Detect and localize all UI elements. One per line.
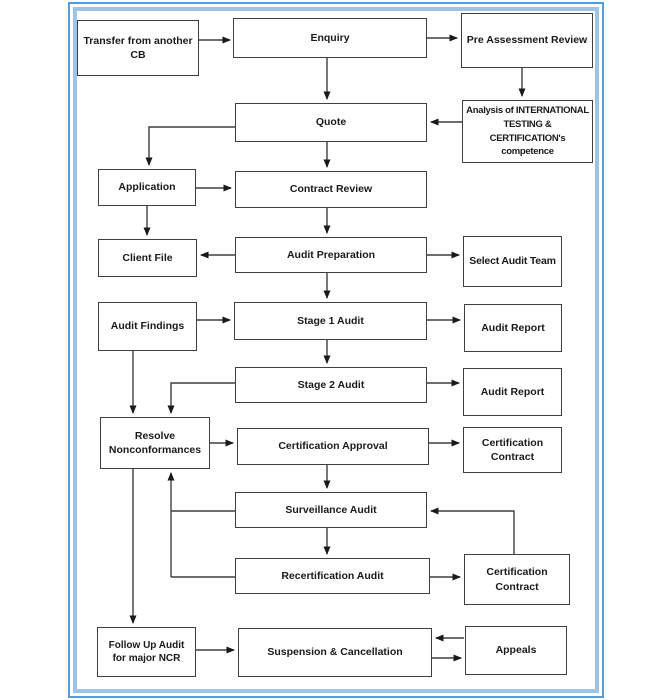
flow-node-audit_report1: Audit Report — [464, 304, 562, 352]
flow-node-recert: Recertification Audit — [235, 558, 430, 594]
flow-node-pre_assessment: Pre Assessment Review — [461, 13, 593, 68]
flow-node-enquiry: Enquiry — [233, 18, 427, 58]
flow-node-quote: Quote — [235, 103, 427, 142]
flow-node-surveillance: Surveillance Audit — [235, 492, 427, 528]
flow-node-followup: Follow Up Audit for major NCR — [97, 627, 196, 677]
flow-node-suspension: Suspension & Cancellation — [238, 628, 432, 677]
flow-node-cert_contract1: Certification Contract — [463, 427, 562, 473]
flow-node-stage2: Stage 2 Audit — [235, 367, 427, 403]
flow-node-analysis: Analysis of INTERNATIONAL TESTING & CERT… — [462, 100, 593, 163]
flow-node-select_team: Select Audit Team — [463, 236, 562, 287]
flow-node-audit_report2: Audit Report — [463, 368, 562, 416]
flow-node-client_file: Client File — [98, 239, 197, 277]
flow-node-contract_review: Contract Review — [235, 171, 427, 208]
flow-node-appeals: Appeals — [465, 626, 567, 675]
flow-node-audit_findings: Audit Findings — [98, 302, 197, 351]
flow-node-application: Application — [98, 169, 196, 206]
flow-node-stage1: Stage 1 Audit — [234, 302, 427, 340]
flow-node-audit_preparation: Audit Preparation — [235, 237, 427, 273]
flow-node-transfer: Transfer from another CB — [77, 20, 199, 76]
flow-node-resolve: Resolve Nonconformances — [100, 417, 210, 469]
flow-node-cert_contract2: Certification Contract — [464, 554, 570, 605]
flow-node-cert_approval: Certification Approval — [237, 428, 429, 465]
